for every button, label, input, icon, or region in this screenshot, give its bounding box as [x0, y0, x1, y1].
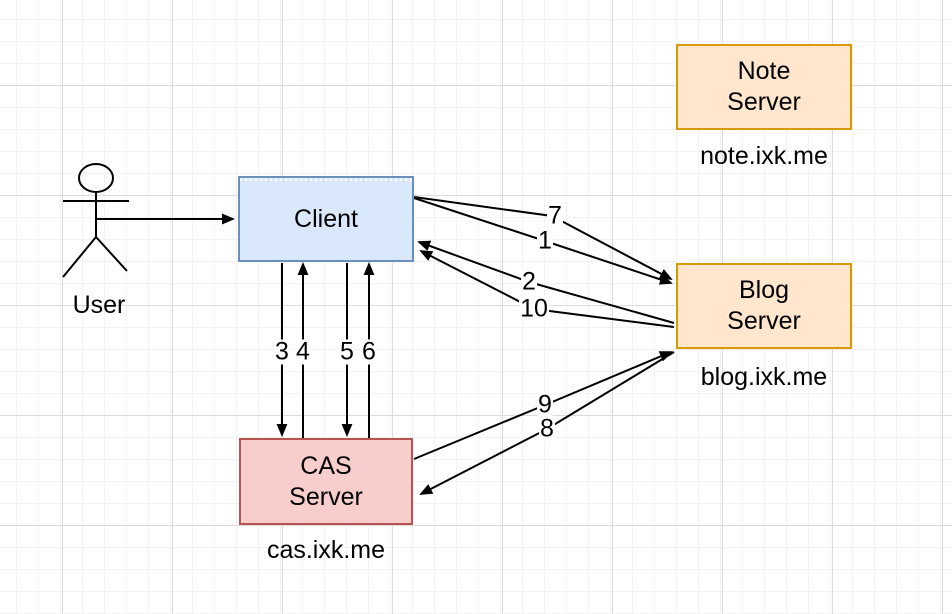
note-server-domain-label: note.ixk.me: [700, 142, 828, 170]
edge-label-3: 3: [274, 337, 290, 366]
cas-server-domain-label: cas.ixk.me: [266, 536, 386, 564]
edge-label-1: 1: [537, 226, 553, 255]
node-blog-server: Blog Server: [676, 263, 852, 349]
node-cas-server: CAS Server: [239, 438, 413, 525]
node-blog-server-label: Blog Server: [727, 276, 801, 335]
node-note-server: Note Server: [676, 44, 852, 130]
user-right-leg-icon: [95, 236, 128, 272]
edge-label-5: 5: [339, 337, 355, 366]
user-left-leg-icon: [62, 236, 97, 278]
node-cas-server-label: CAS Server: [289, 451, 363, 511]
user-head-icon: [78, 163, 114, 193]
user-stick-figure-icon: [62, 163, 129, 278]
node-client-label: Client: [294, 204, 358, 233]
blog-server-domain-label: blog.ixk.me: [700, 363, 828, 391]
edge-label-4: 4: [295, 337, 311, 366]
edge-label-9: 9: [537, 390, 553, 419]
user-label: User: [72, 291, 126, 319]
edge-label-2: 2: [521, 267, 537, 296]
node-client: Client: [238, 176, 414, 262]
edge-label-7: 7: [547, 201, 563, 230]
node-note-server-label: Note Server: [727, 57, 801, 116]
edge-label-8: 8: [539, 414, 555, 443]
edge-label-10: 10: [519, 294, 549, 323]
edge-label-6: 6: [361, 337, 377, 366]
